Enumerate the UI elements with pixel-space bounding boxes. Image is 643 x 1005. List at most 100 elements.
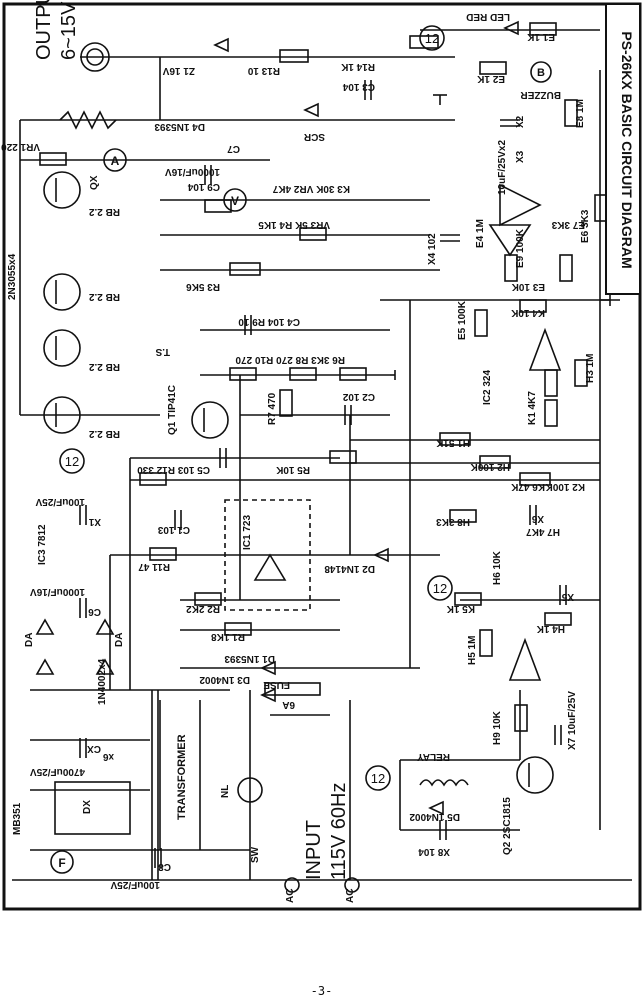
label-r7: R7 470	[267, 392, 278, 425]
output-range: 6~15V	[58, 1, 80, 60]
label-h2: H2 100K	[470, 461, 510, 472]
label-cx-value: 4700uF/25V	[30, 766, 85, 777]
label-c7: C7	[227, 143, 240, 154]
label-e5: E5 100K	[457, 300, 468, 340]
label-c8-value: 100uF/25V	[110, 879, 160, 890]
label-rb: RB 2.2	[88, 361, 120, 372]
label-r11: R11 47	[138, 561, 170, 572]
label-h8: H8 3K3	[436, 516, 470, 527]
label-vr3: VR3 5K R4 1K5	[258, 219, 330, 230]
label-k5: K5 1K	[446, 603, 475, 614]
label-e9: E9 100K	[515, 228, 526, 268]
label-r6: R6 3K3 R8 270 R10 270	[235, 354, 345, 365]
label-x4: X4 102	[427, 233, 438, 265]
label-h9: H9 10K	[492, 710, 503, 745]
label-c6: C6	[88, 606, 101, 617]
label-rb: RB 2.2	[88, 291, 120, 302]
label-x1: X1	[88, 516, 101, 527]
label-k1: K1 4K7	[527, 391, 538, 425]
label-z1: Z1 16V	[162, 65, 195, 76]
label-h1: H1 51K	[435, 437, 470, 448]
label-fuse-rating: 6A	[282, 699, 295, 710]
label-r3: R3 5K6	[186, 281, 220, 292]
label-x23: 10uF/25Vx2	[497, 140, 508, 195]
label-transformer: TRANSFORMER	[176, 734, 188, 820]
label-e4: E4 1M	[475, 219, 486, 248]
twelve-label: 12	[371, 771, 385, 786]
label-rb: RB 2.2	[88, 206, 120, 217]
label-cx: CX	[87, 743, 101, 754]
label-r13: R13 10	[247, 65, 280, 76]
label-x7: X7 10uF/25V	[567, 691, 578, 750]
buzzer-icon: B	[537, 67, 545, 79]
voltmeter-icon: V	[231, 194, 239, 208]
label-r5: R5 10K	[275, 464, 310, 475]
label-k4: K4 10K	[510, 307, 545, 318]
label-ac: AC	[345, 889, 356, 903]
label-vr1: VR1 220	[1, 141, 40, 152]
label-ts: T.S	[155, 346, 170, 357]
label-mb351: MB351	[12, 802, 23, 835]
diagram-title: PS-26KX BASIC CIRCUIT DIAGRAM	[619, 31, 635, 268]
label-c2: C2 102	[342, 391, 375, 402]
label-da: DA	[114, 633, 125, 647]
label-da: DA	[24, 633, 35, 647]
label-h4: H4 1K	[536, 623, 565, 634]
label-r1: R1 1K8	[211, 631, 245, 642]
label-buzzer: BUZZER	[520, 89, 561, 100]
label-h3: H3 1M	[585, 354, 596, 383]
label-x6: x6	[102, 751, 114, 762]
label-r14: R14 1K	[340, 61, 375, 72]
label-e1: E1 1K	[526, 31, 555, 42]
label-e6: E6 3K3	[580, 209, 591, 243]
label-x6b: X6	[531, 513, 544, 524]
label-relay: RELAY	[417, 751, 450, 762]
label-c8: C8	[158, 861, 171, 872]
label-ic3: IC3 7812	[37, 524, 48, 565]
label-fuse: FUSE	[263, 679, 290, 690]
label-r2: R2 2K2	[186, 603, 220, 614]
label-power-transistors: 2N3055x4	[7, 253, 18, 300]
label-d2: D2 1N4148	[324, 563, 375, 574]
twelve-label: 12	[433, 581, 447, 596]
label-e2: E2 1K	[476, 73, 505, 84]
label-ic2: IC2 324	[482, 370, 493, 405]
label-switch: SW	[250, 846, 261, 863]
label-c6-value: 1000uF/16V	[30, 586, 85, 597]
frequency-meter-icon: F	[58, 856, 65, 870]
label-scr: SCR	[303, 131, 325, 142]
label-h7: H7 4K7	[526, 526, 560, 537]
label-e8: E8 1M	[575, 99, 586, 128]
twelve-label: 12	[425, 31, 439, 46]
label-ic1: IC1 723	[242, 515, 253, 550]
label-qx: QX	[89, 175, 100, 190]
label-d5: D5 1N4002	[409, 811, 460, 822]
label-x8: X8 104	[418, 846, 450, 857]
label-e7: E7 3K3	[551, 219, 585, 230]
label-vr2: K3 30K VR2 4K7	[272, 183, 350, 194]
label-x2: X2	[515, 115, 526, 128]
label-c1: C1 103	[157, 524, 190, 535]
label-x5: X5	[561, 591, 574, 602]
label-nl: NL	[220, 785, 231, 798]
label-dx: DX	[82, 800, 93, 814]
label-da-part: 1N4002x4	[97, 658, 108, 705]
label-q2: Q2 2SC1815	[502, 797, 513, 855]
label-k2: K2 100K	[545, 481, 585, 492]
label-c5: C5 103 R12 330	[137, 464, 210, 475]
page-number: -3-	[310, 984, 333, 998]
twelve-label: 12	[65, 454, 79, 469]
label-led: LED RED	[466, 11, 510, 22]
label-h6: H6 10K	[492, 550, 503, 585]
label-h5: H5 1M	[467, 636, 478, 665]
label-e3: E3 10K	[511, 281, 545, 292]
output-label: OUTPUT	[33, 0, 55, 60]
ammeter-icon: A	[111, 154, 120, 168]
label-q1: Q1 TIP41C	[167, 385, 178, 435]
label-c3: C3 104	[342, 81, 375, 92]
label-d3: D3 1N4002	[199, 674, 250, 685]
label-k6: K6 47K	[510, 481, 545, 492]
label-c7-value: 1000uF/16V	[165, 166, 220, 177]
label-x3: X3	[515, 150, 526, 163]
